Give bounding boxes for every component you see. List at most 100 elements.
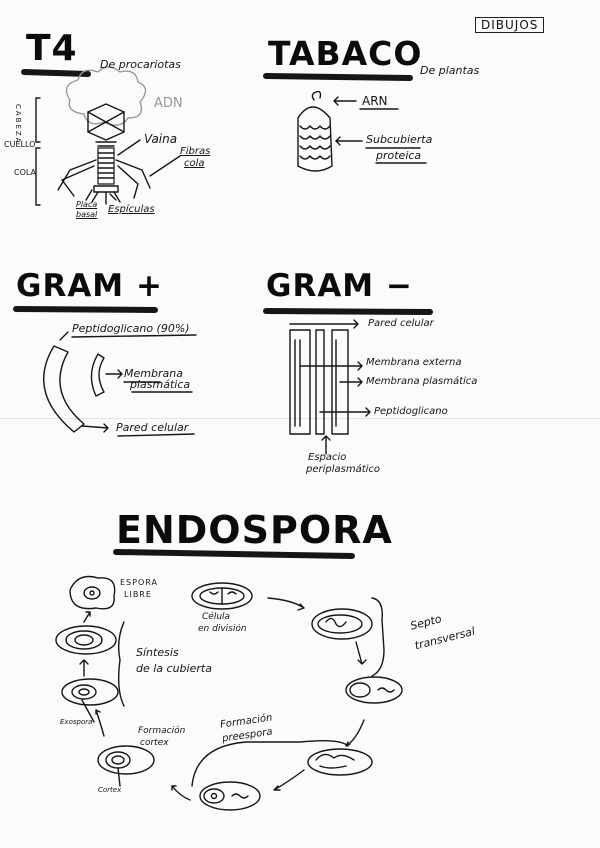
endospora-celula1-label: Célula [202,612,231,622]
t4-cabeza-label: CABEZA [14,104,22,145]
gram-pos-underlines [71,334,197,437]
tmv-capsid-scales [299,125,331,160]
grampos-membrana1-label: Membrana [124,367,183,380]
t4-adn-label: ADN [154,96,183,111]
coat-cell-1 [61,678,119,706]
endospora-fcortex2-label: cortex [140,738,169,748]
tabaco-sub1-label: Subcubierta [366,133,433,146]
septum-cell [311,608,373,640]
drawings-tag: DIBUJOS [475,17,545,33]
exosporio-pointer [81,699,95,723]
peptido-neg-arrow [319,407,371,417]
gram-neg-outer-band [289,329,311,435]
endospora-cortex-label: Cortex [98,786,122,794]
engulf-cell-dna [377,687,395,693]
t4-vaina-label: Vaina [144,132,178,146]
cortex-pointer [117,767,121,787]
tabaco-arn-label: ARN [362,94,388,108]
espacio-arrow [321,435,331,447]
engulf-cell [345,676,403,704]
t4-espiculas-pointer [109,193,117,201]
t4-tail-brace [35,147,41,206]
t4-fibras2-label: cola [184,158,205,169]
septum-cell-inner [317,614,363,634]
gramneg-externa-label: Membrana externa [366,357,462,368]
t4-base-plate [93,185,119,193]
prespore-cell-inner [315,753,355,769]
subcubierta-arrow [335,136,363,146]
t4-placa-label: Placa [76,200,98,209]
t4-tail-fibers [57,159,151,199]
t4-head-brace [35,97,41,143]
gramneg-pared-label: Pared celular [368,318,434,329]
gramneg-title: GRAM − [266,268,413,304]
peptido-arrow [59,331,69,341]
grampos-title: GRAM + [16,268,163,304]
t4-title: T4 [26,28,78,69]
endospora-celula2-label: en división [198,624,247,634]
coat-cell-2 [55,625,117,655]
cortex-cell-inner [105,751,131,769]
t4-sheath [97,147,115,185]
forespore-cell [199,781,261,811]
gram-pos-thick-wall [42,345,85,433]
gramneg-title-underline [263,308,433,315]
arrow-2 [355,641,367,665]
t4-espiculas-label: Espículas [108,204,155,215]
gramneg-espacio2-label: periplasmático [306,464,381,475]
cortex-cell-core [111,755,125,765]
tmv-drawing [297,90,427,172]
free-spore-core [83,586,101,600]
t4-title-underline [21,69,91,77]
t4-cola-label: COLA [14,168,36,177]
t4-phage-drawing [35,66,181,206]
cortex-cell [97,745,155,775]
endospora-fcortex1-label: Formación [138,726,186,736]
t4-placa2-label: basal [76,210,98,219]
preespora-brace [191,739,349,787]
tmv-body [297,106,333,172]
septo-brace [371,597,385,677]
membrana-arrow [105,369,123,379]
prespore-cell [307,748,373,776]
t4-fibras-label: Fibras [180,146,211,157]
tabaco-title-underline [263,73,413,81]
endospora-sintesis1-label: Síntesis [136,646,179,659]
gram-positive-drawing [42,331,197,437]
coat-cell-1-inner [71,684,97,700]
externa-arrow [299,361,363,371]
gramneg-peptido-label: Peptidoglicano [374,406,448,417]
endospora-title: ENDOSPORA [116,508,393,552]
grampos-pared-label: Pared celular [116,421,189,434]
t4-cuello-label: CUELLO [4,140,36,149]
grampos-membrana2-label: plasmática [130,378,191,391]
arrow-4 [273,769,305,791]
pared-pos-arrow [81,423,109,433]
endospora-libre1-label: ESPORA [120,578,158,587]
coat-cell-1-core [78,688,90,696]
arrow-1 [267,597,305,611]
tabaco-sub2-label: proteica [376,149,422,162]
coat-cell-2-core [74,634,94,646]
t4-spikes [91,191,121,205]
endospora-title-underline [113,549,355,559]
gram-pos-membrane [90,353,105,397]
grampos-title-underline [13,306,158,313]
t4-subtitle: De procariotas [100,58,181,71]
free-spore-dot [89,590,95,596]
forespore-cell-inner [203,788,225,804]
pared-neg-arrow [289,319,359,329]
gram-neg-peptido-band [315,329,325,435]
t4-fibras-pointer [149,155,181,177]
tabaco-title: TABACO [268,34,423,73]
arrow-8 [83,611,91,623]
gram-negative-drawing [289,319,371,455]
endospora-libre2-label: LIBRE [124,590,152,599]
subcubierta-underline [365,147,427,164]
arn-arrow [333,96,357,106]
t4-placa-pointer [85,189,93,201]
plasmatica-arrow [339,377,363,387]
endospore-cycle-drawing [55,575,403,811]
t4-collar [95,141,117,147]
